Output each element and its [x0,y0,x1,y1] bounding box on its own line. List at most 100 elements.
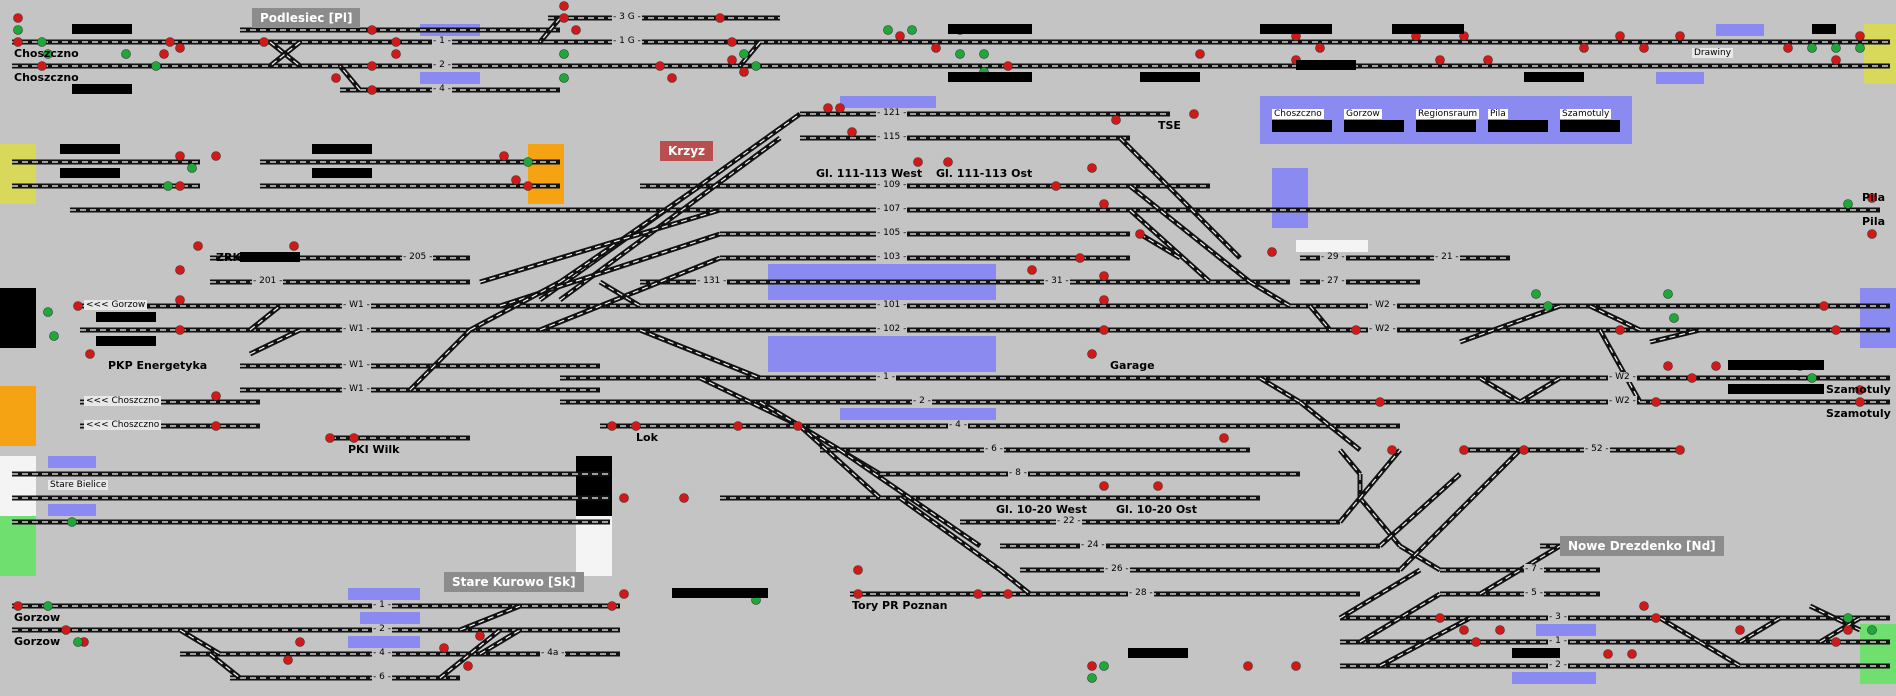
signal-green-icon[interactable] [1831,43,1841,53]
track-number[interactable]: - 26 - [1104,564,1130,574]
signal-red-icon[interactable] [1267,247,1277,257]
signal-red-icon[interactable] [1603,649,1613,659]
signal-red-icon[interactable] [1087,349,1097,359]
station-box-podlesiec[interactable]: Podlesiec [Pl] [252,8,361,28]
station-box-nowe-drezdenko[interactable]: Nowe Drezdenko [Nd] [1560,536,1724,556]
signal-green-icon[interactable] [37,37,47,47]
signal-red-icon[interactable] [211,391,221,401]
signal-red-icon[interactable] [619,589,629,599]
signal-red-icon[interactable] [175,43,185,53]
signal-green-icon[interactable] [751,61,761,71]
signal-red-icon[interactable] [1351,325,1361,335]
panel-cell-regionsraum[interactable]: Regionsraum [1416,109,1480,119]
signal-green-icon[interactable] [163,181,173,191]
signal-red-icon[interactable] [1099,199,1109,209]
signal-green-icon[interactable] [43,307,53,317]
signal-red-icon[interactable] [715,13,725,23]
signal-red-icon[interactable] [175,325,185,335]
signal-green-icon[interactable] [1807,373,1817,383]
signal-red-icon[interactable] [1315,43,1325,53]
signal-red-icon[interactable] [1483,55,1493,65]
signal-red-icon[interactable] [1111,115,1121,125]
signal-red-icon[interactable] [1375,397,1385,407]
signal-red-icon[interactable] [165,37,175,47]
signal-red-icon[interactable] [1627,649,1637,659]
signal-red-icon[interactable] [1867,193,1877,203]
signal-red-icon[interactable] [1615,31,1625,41]
track-number[interactable]: - 109 - [876,180,908,190]
station-box-stare-kurowo[interactable]: Stare Kurowo [Sk] [444,572,584,592]
signal-red-icon[interactable] [619,493,629,503]
track-number[interactable]: - 1 G - [612,36,642,46]
track-number[interactable]: - 27 - [1320,276,1346,286]
signal-red-icon[interactable] [943,157,953,167]
track-number[interactable]: - 115 - [876,132,908,142]
signal-red-icon[interactable] [1003,61,1013,71]
track-number[interactable]: - 21 - [1434,252,1460,262]
track-number[interactable]: - 6 - [984,444,1004,454]
signal-red-icon[interactable] [1579,43,1589,53]
track-number[interactable]: - 7 - [1524,564,1544,574]
track-number[interactable]: - 4a - [540,648,566,658]
signal-green-icon[interactable] [121,49,131,59]
signal-red-icon[interactable] [175,151,185,161]
signal-green-icon[interactable] [1855,43,1865,53]
track-number[interactable]: - 103 - [876,252,908,262]
signal-green-icon[interactable] [151,61,161,71]
track-number[interactable]: - 2 - [432,60,452,70]
track-number[interactable]: - 29 - [1320,252,1346,262]
signal-red-icon[interactable] [847,127,857,137]
track-number[interactable]: - 31 - [1044,276,1070,286]
signal-red-icon[interactable] [259,37,269,47]
panel-cell-szamotuly[interactable]: Szamotuly [1560,109,1612,119]
signal-red-icon[interactable] [175,295,185,305]
signal-green-icon[interactable] [73,637,83,647]
signal-red-icon[interactable] [85,349,95,359]
signal-red-icon[interactable] [1099,271,1109,281]
signal-red-icon[interactable] [1099,325,1109,335]
track-number[interactable]: - W1 - [342,300,371,310]
signal-red-icon[interactable] [823,103,833,113]
signal-red-icon[interactable] [1855,385,1865,395]
signal-red-icon[interactable] [1639,43,1649,53]
signal-red-icon[interactable] [1831,55,1841,65]
signal-red-icon[interactable] [1687,373,1697,383]
signal-red-icon[interactable] [1735,625,1745,635]
signal-red-icon[interactable] [1867,229,1877,239]
signal-green-icon[interactable] [907,25,917,35]
signal-red-icon[interactable] [1519,445,1529,455]
signal-red-icon[interactable] [913,157,923,167]
signal-red-icon[interactable] [631,421,641,431]
track-number[interactable]: - W1 - [342,360,371,370]
signal-green-icon[interactable] [1543,301,1553,311]
signal-red-icon[interactable] [1189,109,1199,119]
panel-cell-choszczno[interactable]: Choszczno [1272,109,1324,119]
track-number[interactable]: - 1 - [432,36,452,46]
signal-red-icon[interactable] [463,661,473,671]
signal-red-icon[interactable] [1663,361,1673,371]
signal-red-icon[interactable] [175,265,185,275]
signal-green-icon[interactable] [67,517,77,527]
signal-red-icon[interactable] [559,1,569,11]
track-number[interactable]: - 1 - [1548,636,1568,646]
signal-red-icon[interactable] [1435,55,1445,65]
signal-red-icon[interactable] [159,49,169,59]
signal-red-icon[interactable] [1099,295,1109,305]
track-number[interactable]: - 22 - [1056,516,1082,526]
signal-green-icon[interactable] [523,157,533,167]
track-number[interactable]: - 105 - [876,228,908,238]
track-number[interactable]: - 24 - [1080,540,1106,550]
signal-green-icon[interactable] [1843,199,1853,209]
signal-green-icon[interactable] [955,49,965,59]
signal-red-icon[interactable] [679,493,689,503]
signal-red-icon[interactable] [1027,265,1037,275]
signal-red-icon[interactable] [667,73,677,83]
signal-red-icon[interactable] [193,241,203,251]
track-number[interactable]: - 101 - [876,300,908,310]
signal-red-icon[interactable] [1195,49,1205,59]
signal-red-icon[interactable] [1387,445,1397,455]
track-number[interactable]: - W2 - [1368,324,1397,334]
signal-red-icon[interactable] [895,31,905,41]
track-number[interactable]: - W2 - [1368,300,1397,310]
signal-red-icon[interactable] [211,421,221,431]
